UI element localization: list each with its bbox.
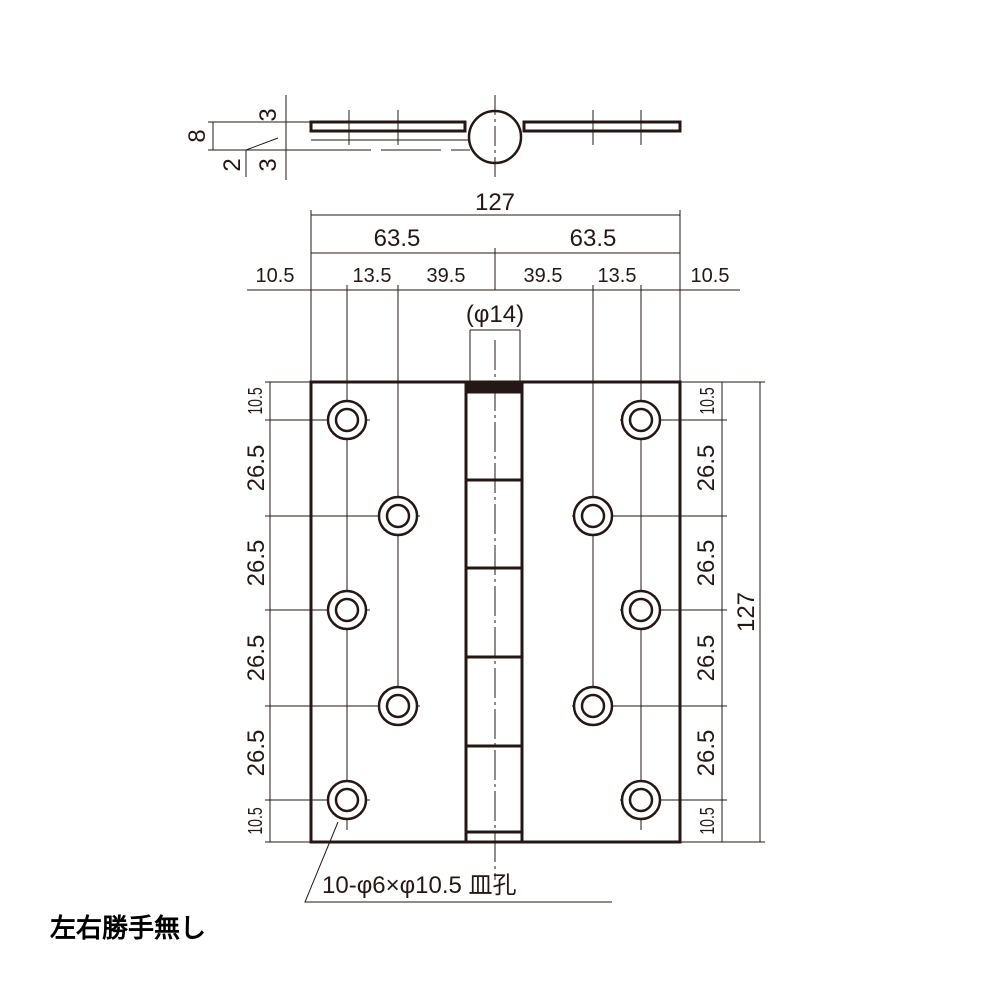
dim-right-2: 26.5	[693, 540, 720, 587]
dim-row-0: 10.5	[256, 265, 295, 287]
right-dims: 10.5 26.5 26.5 26.5 26.5 10.5	[693, 387, 720, 834]
hole	[377, 495, 419, 537]
dim-side-8: 8	[184, 129, 211, 142]
dim-side-3b: 3	[255, 158, 282, 171]
dim-right-5: 10.5	[695, 807, 718, 834]
dim-half-right: 63.5	[570, 225, 617, 252]
caption: 左右勝手無し	[50, 914, 207, 944]
dim-left-0: 10.5	[243, 387, 266, 414]
hole	[620, 589, 662, 631]
hole-note: 10-φ6×φ10.5 皿孔	[322, 872, 517, 899]
left-dims: 10.5 26.5 26.5 26.5 26.5 10.5	[243, 387, 270, 834]
dim-half-left: 63.5	[374, 225, 421, 252]
hole	[326, 399, 368, 441]
hole	[620, 779, 662, 821]
dim-row-3: 39.5	[524, 265, 563, 287]
dim-row-2: 39.5	[427, 265, 466, 287]
dim-left-2: 26.5	[243, 540, 270, 587]
dim-left-3: 26.5	[243, 635, 270, 682]
dim-right-0: 10.5	[695, 387, 718, 414]
dim-left-5: 10.5	[243, 807, 266, 834]
side-view	[208, 95, 682, 180]
dim-row-1: 13.5	[353, 265, 392, 287]
side-view-dims: 3 8 2 3	[184, 108, 282, 171]
dim-side-3a: 3	[255, 108, 282, 121]
hole	[377, 685, 419, 727]
hole	[326, 779, 368, 821]
dim-right-1: 26.5	[693, 445, 720, 492]
dim-row-5: 10.5	[691, 265, 730, 287]
dim-row-4: 13.5	[598, 265, 637, 287]
hinge-plate	[309, 380, 682, 844]
hole-leader	[304, 821, 612, 903]
hole	[572, 685, 614, 727]
dim-overall-height: 127	[733, 592, 760, 632]
dim-right-3: 26.5	[693, 635, 720, 682]
hole	[326, 589, 368, 631]
hole	[572, 495, 614, 537]
dim-left-4: 26.5	[243, 730, 270, 777]
hole	[620, 399, 662, 441]
dim-right-4: 26.5	[693, 730, 720, 777]
dim-overall-width: 127	[475, 189, 515, 216]
dim-side-2: 2	[219, 158, 246, 171]
dim-pin: (φ14)	[466, 301, 524, 328]
screw-holes	[326, 399, 662, 821]
dim-left-1: 26.5	[243, 445, 270, 492]
